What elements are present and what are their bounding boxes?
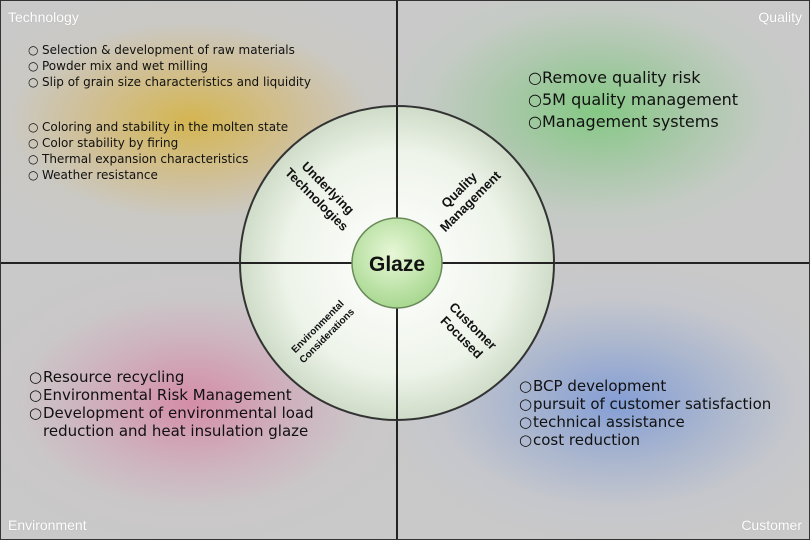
- technology-corner-label: Technology: [8, 9, 79, 25]
- glaze-center-circle: [351, 217, 443, 309]
- environment-corner-label: Environment: [8, 517, 87, 533]
- list-item: Selection & development of raw materials: [28, 42, 388, 58]
- list-item: pursuit of customer satisfaction: [519, 395, 809, 413]
- list-item: Color stability by firing: [28, 135, 388, 151]
- technology-list-materials: Selection & development of raw materials…: [28, 42, 388, 90]
- list-item: Weather resistance: [28, 167, 388, 183]
- list-item: Slip of grain size characteristics and l…: [28, 74, 388, 90]
- environment-list: Resource recycling Environmental Risk Ma…: [29, 368, 369, 440]
- customer-corner-label: Customer: [741, 517, 802, 533]
- customer-list: BCP development pursuit of customer sati…: [519, 377, 809, 449]
- list-item: Thermal expansion characteristics: [28, 151, 388, 167]
- list-item: technical assistance: [519, 413, 809, 431]
- list-item: Management systems: [528, 111, 798, 133]
- list-item: 5M quality management: [528, 89, 798, 111]
- quality-corner-label: Quality: [758, 9, 802, 25]
- list-item: Resource recycling: [29, 368, 369, 386]
- list-item: Development of environmental load reduct…: [29, 404, 369, 440]
- glaze-center-label: Glaze: [369, 253, 425, 276]
- list-item: Powder mix and wet milling: [28, 58, 388, 74]
- list-item: BCP development: [519, 377, 809, 395]
- quality-list: Remove quality risk 5M quality managemen…: [528, 67, 798, 133]
- list-item: Coloring and stability in the molten sta…: [28, 119, 388, 135]
- technology-list-properties: Coloring and stability in the molten sta…: [28, 119, 388, 183]
- list-item: Environmental Risk Management: [29, 386, 369, 404]
- list-item: cost reduction: [519, 431, 809, 449]
- list-item: Remove quality risk: [528, 67, 798, 89]
